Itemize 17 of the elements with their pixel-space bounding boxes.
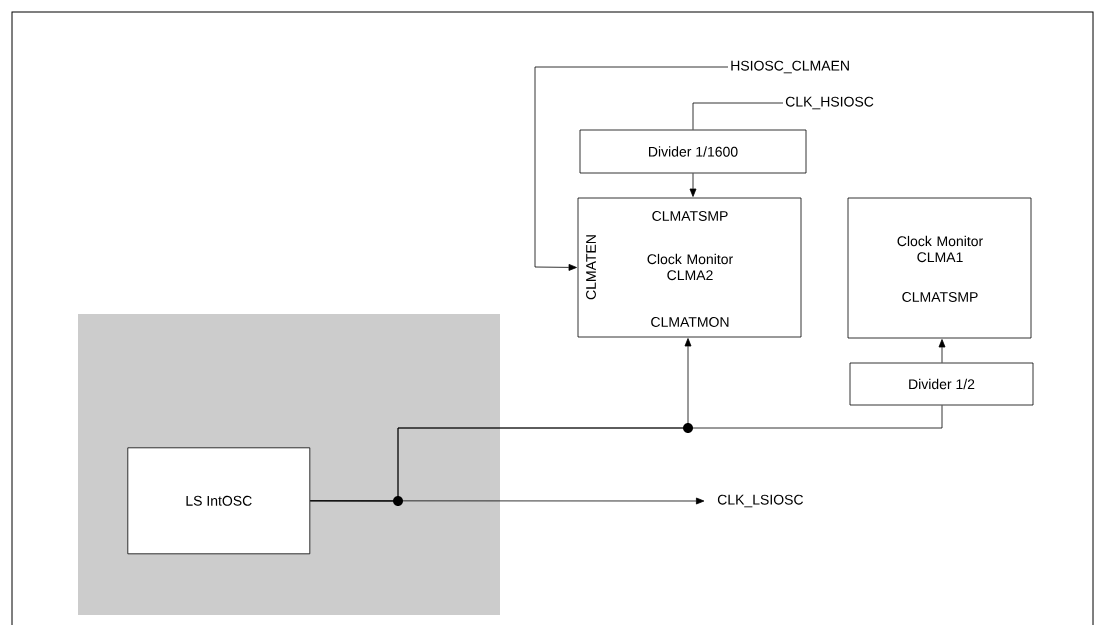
connector bbox=[692, 102, 784, 130]
port-label: CLMATSMP bbox=[652, 211, 728, 221]
connector bbox=[938, 339, 946, 363]
box-title: Clock Monitor CLMA1 bbox=[897, 235, 983, 263]
signal-label: HSIOSC_CLMAEN bbox=[731, 60, 849, 74]
connector bbox=[689, 173, 697, 197]
port-label: CLMATSMP bbox=[902, 292, 978, 302]
connector bbox=[309, 405, 943, 502]
port-label: CLMATEN bbox=[586, 235, 596, 300]
connector bbox=[534, 66, 729, 271]
oscillator-box: LS IntOSC bbox=[127, 447, 311, 555]
monitor-box bbox=[847, 197, 1032, 339]
signal-label: CLK_LSIOSC bbox=[717, 494, 804, 508]
monitor-box bbox=[577, 197, 802, 338]
port-label: CLMATMON bbox=[651, 317, 729, 327]
signal-label: CLK_HSIOSC bbox=[785, 96, 874, 110]
box-title: Clock Monitor CLMA2 bbox=[647, 253, 733, 281]
